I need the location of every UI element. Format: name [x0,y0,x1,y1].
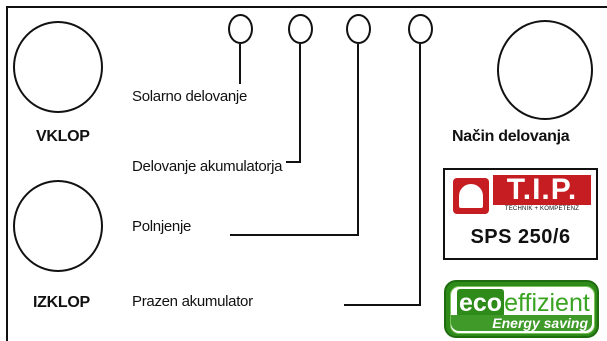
power-off-label: IZKLOP [33,294,90,311]
empty-battery-label: Prazen akumulator [132,293,253,310]
empty-battery-indicator [408,14,433,44]
solar-mode-indicator [228,14,253,44]
battery-mode-indicator [288,14,313,44]
power-on-label: VKLOP [36,128,90,145]
tip-model-number: SPS 250/6 [470,226,571,248]
tip-brand-text: T.I.P. [493,175,591,205]
eco-slogan: Energy saving [451,315,592,331]
tip-logo: T.I.P. TECHNIK + KOMPETENZ SPS 250/6 [443,168,598,260]
tip-tagline: TECHNIK + KOMPETENZ [504,206,580,212]
solar-mode-label: Solarno delovanje [132,88,247,105]
charging-indicator [346,14,371,44]
eco-word: eco [457,289,505,317]
mode-label: Način delovanja [452,128,570,145]
charging-label: Polnjenje [132,218,192,235]
tip-seal-icon [453,178,489,214]
eco-effizient-logo: ecoeffizient Energy saving [444,280,599,338]
control-panel [6,6,607,341]
power-off-button[interactable] [13,180,103,272]
battery-mode-label: Delovanje akumulatorja [132,158,283,175]
mode-button[interactable] [497,20,593,120]
power-on-button[interactable] [13,21,103,113]
effizient-word: effizient [504,289,590,317]
